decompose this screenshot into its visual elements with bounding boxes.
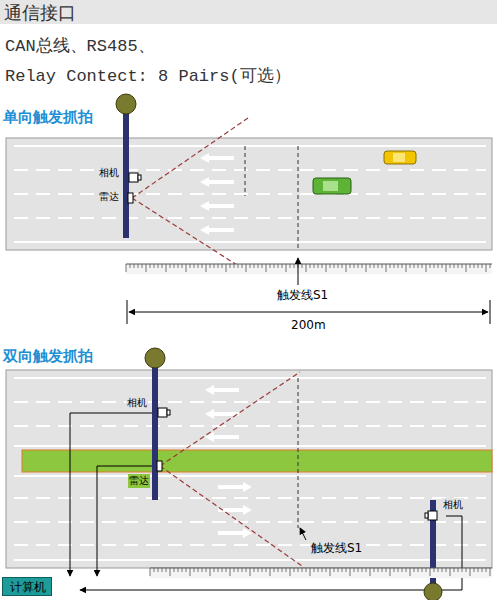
direction-arrow bbox=[200, 225, 234, 235]
leader-line bbox=[300, 528, 306, 540]
wire bbox=[97, 466, 152, 576]
lane-line bbox=[14, 475, 486, 477]
trigger-line bbox=[298, 378, 299, 528]
spec-text: CAN总线、RS485、 bbox=[4, 34, 156, 57]
direction-arrow bbox=[218, 528, 252, 538]
direction-arrow bbox=[205, 432, 239, 442]
lane-line bbox=[14, 169, 486, 171]
dimension-tick bbox=[490, 300, 491, 324]
camera bbox=[129, 173, 138, 182]
lane-line bbox=[14, 544, 486, 546]
dimension-tick bbox=[127, 300, 128, 324]
wire bbox=[70, 413, 152, 576]
lane-line bbox=[14, 217, 486, 219]
lane-lines bbox=[14, 146, 486, 242]
spec-text: Relay Contect: 8 Pairs(可选） bbox=[4, 64, 292, 87]
wire bbox=[80, 516, 462, 590]
part-label: 雷达 bbox=[128, 474, 150, 488]
radar-beam bbox=[160, 372, 300, 466]
header-band bbox=[0, 0, 497, 24]
green-car bbox=[313, 178, 351, 194]
section-heading: 单向触发抓拍 bbox=[2, 108, 94, 127]
direction-arrow bbox=[200, 177, 234, 187]
road bbox=[6, 138, 492, 250]
trigger-line bbox=[298, 146, 299, 248]
lane-line bbox=[14, 401, 486, 403]
lane-line bbox=[14, 425, 486, 427]
section-heading: 双向触发抓拍 bbox=[2, 347, 94, 366]
lane-line bbox=[14, 497, 486, 499]
part-label: 相机 bbox=[98, 166, 120, 180]
part-label: 相机 bbox=[126, 396, 148, 410]
trigger-label: 触发线S1 bbox=[310, 540, 363, 557]
dashed-line bbox=[245, 146, 246, 196]
lane-line bbox=[14, 445, 486, 447]
lane-line bbox=[14, 559, 486, 561]
lane-line bbox=[14, 193, 486, 195]
part-label: 雷达 bbox=[98, 190, 120, 204]
leader-line bbox=[298, 258, 299, 285]
box-label: 计算机 bbox=[10, 580, 44, 594]
lane-line bbox=[14, 377, 486, 379]
section-heading: 通信接口 bbox=[4, 1, 76, 25]
camera bbox=[428, 511, 437, 520]
trigger-label: 触发线S1 bbox=[276, 287, 329, 304]
direction-arrow bbox=[200, 201, 234, 211]
road bbox=[6, 370, 492, 568]
lane-line bbox=[14, 241, 486, 243]
yellow-car bbox=[384, 151, 416, 164]
lamp bbox=[145, 348, 165, 368]
lamp bbox=[116, 94, 136, 114]
part-label: 相机 bbox=[442, 498, 464, 512]
lamp bbox=[424, 583, 442, 600]
lane-line bbox=[14, 521, 486, 523]
radar bbox=[128, 193, 133, 203]
direction-arrow bbox=[205, 409, 239, 419]
camera-lens bbox=[138, 175, 141, 180]
pole bbox=[152, 366, 158, 500]
direction-arrow bbox=[200, 153, 234, 163]
ruler bbox=[126, 264, 492, 274]
camera bbox=[158, 408, 167, 417]
computer-box: 计算机 bbox=[2, 577, 52, 596]
radar-beam bbox=[160, 466, 302, 566]
ruler bbox=[150, 568, 492, 578]
dimension-label: 200m bbox=[290, 318, 327, 332]
pole bbox=[123, 112, 129, 238]
direction-arrow bbox=[205, 385, 239, 395]
radar bbox=[157, 461, 162, 471]
radar-beam bbox=[132, 118, 248, 198]
dimension-line bbox=[129, 312, 488, 313]
direction-arrow bbox=[218, 482, 252, 492]
camera-lens bbox=[167, 410, 170, 415]
camera-lens bbox=[425, 513, 428, 518]
radar-beam bbox=[132, 198, 248, 272]
lane-line bbox=[14, 145, 486, 147]
median bbox=[22, 450, 492, 472]
